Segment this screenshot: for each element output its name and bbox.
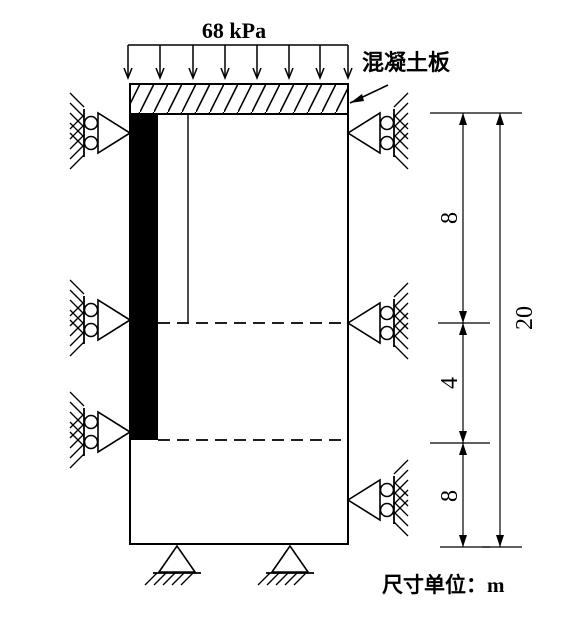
load-arrow	[252, 45, 262, 81]
load-label: 68 kPa	[202, 18, 266, 43]
pin-support	[257, 544, 314, 586]
pin-support	[144, 544, 201, 586]
load-arrow	[123, 45, 133, 81]
concrete-slab	[129, 83, 349, 115]
units-label: 尺寸单位：m	[382, 573, 505, 597]
load-arrow	[188, 45, 198, 81]
soil-body	[129, 113, 349, 545]
dimension-middle: 4	[437, 377, 463, 389]
slab-leader-arrow	[349, 84, 389, 104]
retaining-wall	[130, 114, 158, 440]
load-arrow	[155, 45, 165, 81]
roller-support	[346, 92, 409, 170]
roller-support	[69, 391, 132, 469]
slab-label: 混凝土板	[362, 50, 451, 75]
roller-support	[69, 279, 132, 357]
dimension-lines	[430, 112, 522, 548]
load-arrow	[284, 45, 294, 81]
roller-support	[69, 92, 132, 170]
roller-support	[346, 459, 409, 537]
dimension-upper: 8	[437, 212, 463, 224]
load-arrow	[315, 45, 325, 81]
load-arrow	[220, 45, 230, 81]
distributed-load	[123, 44, 353, 81]
load-arrow	[343, 45, 353, 81]
roller-support	[346, 282, 409, 360]
dimension-lower: 8	[437, 490, 463, 502]
dimension-total: 20	[512, 306, 538, 330]
